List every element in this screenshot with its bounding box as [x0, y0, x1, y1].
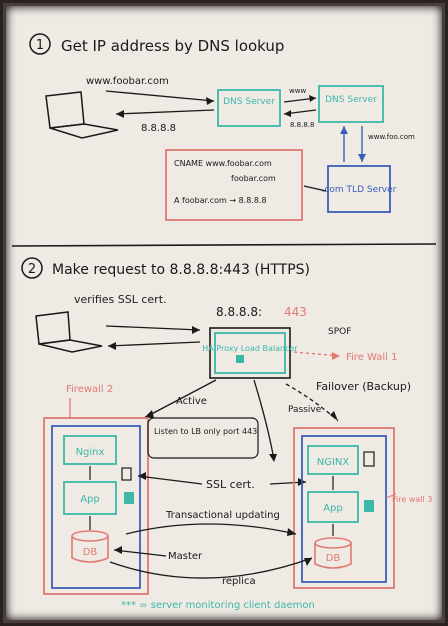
lb-address: 8.8.8.8:: [216, 305, 262, 319]
listen-note: Listen to LB only port 443: [154, 427, 257, 436]
verifies-ssl: verifies SSL cert.: [74, 293, 167, 306]
load-balancer-label: HA Proxy Load Balancer: [202, 344, 298, 353]
a-record: A foobar.com → 8.8.8.8: [174, 196, 267, 205]
left-app-label: App: [80, 494, 100, 505]
right-monitor-daemon-icon: [364, 500, 374, 512]
dns-server-2-box: [318, 85, 384, 123]
step-1-circle: [29, 33, 51, 55]
left-server-box: [51, 425, 141, 589]
ssl-cert-label: SSL cert.: [206, 478, 255, 491]
www-small: www: [289, 87, 306, 95]
firewall-1-label: Fire Wall 1: [346, 352, 398, 363]
step-2-number: 2: [28, 262, 36, 277]
whiteboard: 1 Get IP address by DNS lookup www.fooba…: [6, 6, 442, 620]
tld-server-label: .com TLD Server: [322, 185, 397, 195]
domain-label: www.foobar.com: [86, 76, 169, 87]
right-app-label: App: [323, 503, 343, 514]
step-1-number: 1: [36, 38, 44, 53]
section-2: 2 Make request to 8.8.8.8:443 (HTTPS) ve…: [21, 257, 432, 611]
cname-target: foobar.com: [231, 174, 276, 183]
dns-server-1-label: DNS Server: [223, 97, 275, 107]
section-divider: [11, 243, 437, 247]
step-2-title: Make request to 8.8.8.8:443 (HTTPS): [52, 262, 310, 278]
load-balancer-box: [214, 332, 286, 374]
spof-label: SPOF: [328, 327, 351, 337]
firewall-2-label: Firewall 2: [66, 384, 113, 395]
right-firewall-box: [293, 427, 395, 589]
dns-records-box: [165, 149, 303, 221]
lb-port: 443: [284, 305, 307, 319]
master-label: Master: [168, 551, 203, 562]
ip-label: 8.8.8.8: [141, 123, 176, 134]
failover-label: Failover (Backup): [316, 380, 411, 393]
dns-server-1-box: [217, 89, 281, 127]
right-app-box: [307, 491, 359, 523]
legend-text: *** = server monitoring client daemon: [121, 600, 315, 611]
left-db-icon: [71, 530, 109, 563]
right-server-box: [301, 435, 387, 583]
left-db-label: DB: [83, 547, 98, 558]
left-app-box: [63, 481, 117, 515]
left-nginx-label: Nginx: [76, 447, 105, 458]
dns-server-2-label: DNS Server: [325, 95, 377, 105]
listen-note-box: [147, 417, 259, 459]
cname-record: CNAME www.foobar.com: [174, 159, 272, 168]
left-monitor-daemon-icon: [124, 492, 134, 504]
laptop-icon: [45, 91, 119, 139]
www-foo-small: www.foo.com: [368, 133, 415, 141]
section-1: 1 Get IP address by DNS lookup www.fooba…: [29, 33, 415, 221]
left-firewall-box: [43, 417, 149, 595]
diagram-canvas: 1 Get IP address by DNS lookup www.fooba…: [11, 33, 437, 611]
right-nginx-box: [307, 445, 359, 475]
ip-small: 8.8.8.8: [290, 121, 315, 129]
load-balancer-outer: [209, 327, 291, 379]
firewall-3-label: Fire wall 3: [392, 495, 432, 504]
left-nginx-box: [63, 435, 117, 465]
monitor-daemon-icon: [236, 355, 244, 363]
step-2-circle: [21, 257, 43, 279]
tld-server-box: [327, 165, 391, 213]
right-db-icon: [314, 537, 352, 569]
right-db-label: DB: [326, 553, 341, 564]
laptop-icon-2: [35, 311, 103, 353]
passive-label: Passive: [288, 405, 322, 415]
response-arrow: [115, 109, 215, 115]
step-1-title: Get IP address by DNS lookup: [61, 37, 284, 55]
active-label: Active: [176, 396, 207, 407]
right-nginx-label: NGINX: [317, 457, 350, 468]
transactional-label: Transactional updating: [165, 510, 280, 521]
query-arrow: [105, 90, 215, 102]
replica-label: replica: [222, 576, 256, 587]
